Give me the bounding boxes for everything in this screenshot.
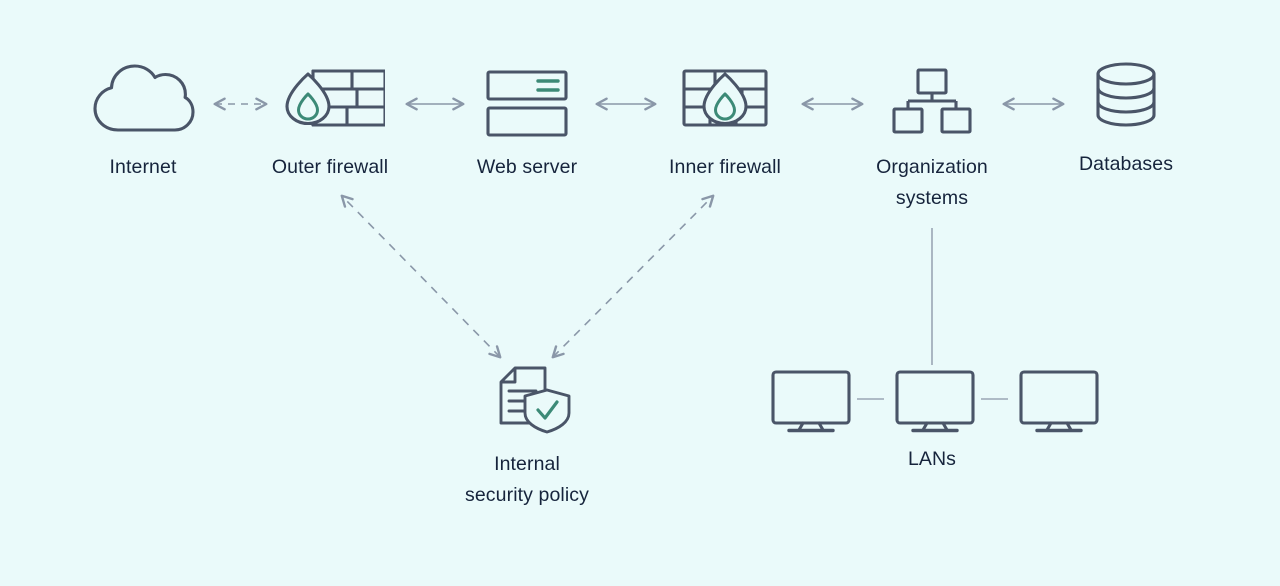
monitor-1 bbox=[771, 370, 851, 433]
node-label-lans: LANs bbox=[907, 448, 957, 470]
node-databases[interactable]: Databases bbox=[1056, 55, 1196, 180]
node-label-web-server: Web server bbox=[476, 156, 578, 178]
node-lans[interactable]: LANs bbox=[762, 368, 1102, 475]
monitors-icon bbox=[771, 370, 1099, 433]
firewall-offset-icon bbox=[285, 69, 385, 127]
node-internet[interactable]: Internet bbox=[73, 58, 213, 183]
cloud-icon bbox=[93, 64, 195, 132]
server-status-lines bbox=[536, 79, 560, 92]
database-icon bbox=[1096, 62, 1156, 127]
org-hierarchy-icon bbox=[892, 68, 972, 134]
node-label-internet: Internet bbox=[109, 156, 177, 178]
node-inner-firewall[interactable]: Inner firewall bbox=[655, 58, 795, 183]
node-label-outer-firewall: Outer firewall bbox=[271, 156, 389, 178]
monitor-2 bbox=[895, 370, 975, 433]
connection-policy-inner-firewall bbox=[551, 194, 715, 359]
node-label-databases: Databases bbox=[1078, 153, 1174, 175]
node-security-policy[interactable]: Internal security policy bbox=[457, 363, 597, 511]
firewall-centered-icon bbox=[682, 69, 768, 127]
connection-policy-outer-firewall bbox=[340, 194, 502, 359]
policy-document-shield-icon bbox=[499, 366, 571, 434]
node-label-security-policy: Internal security policy bbox=[465, 453, 589, 506]
node-label-org-systems: Organization systems bbox=[876, 156, 988, 209]
node-outer-firewall[interactable]: Outer firewall bbox=[260, 58, 400, 183]
monitor-3 bbox=[1019, 370, 1099, 433]
node-label-inner-firewall: Inner firewall bbox=[669, 156, 781, 178]
node-org-systems[interactable]: Organization systems bbox=[862, 58, 1002, 214]
node-web-server[interactable]: Web server bbox=[457, 58, 597, 183]
server-icon bbox=[486, 70, 568, 137]
